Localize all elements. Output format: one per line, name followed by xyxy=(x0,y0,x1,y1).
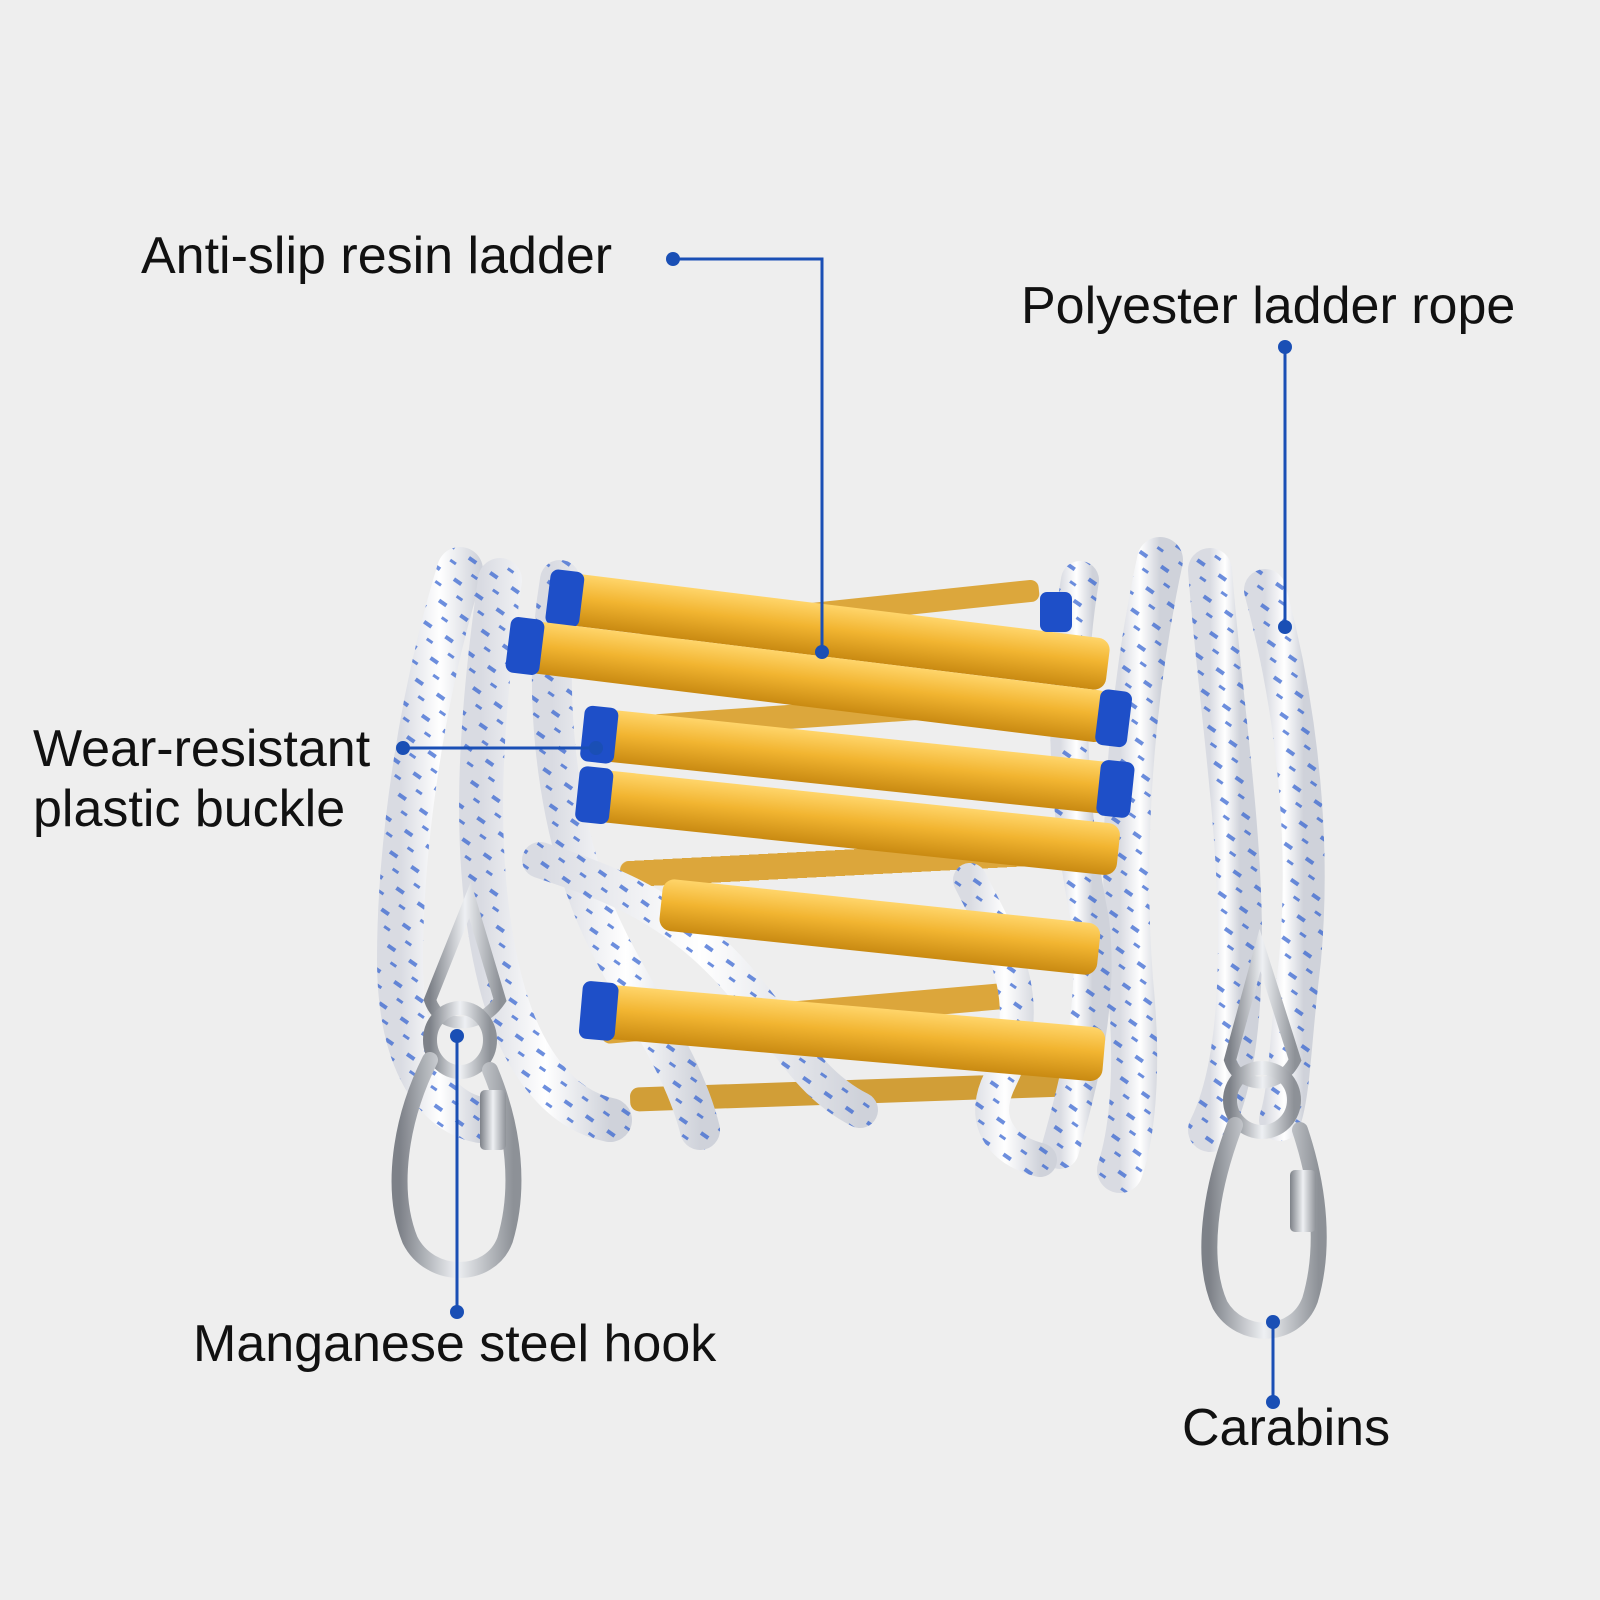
callout-dot-icon xyxy=(1278,340,1292,354)
callout-dot-icon xyxy=(815,645,829,659)
callout-dot-icon xyxy=(396,741,410,755)
callout-dot-icon xyxy=(1266,1315,1280,1329)
ladder-leader-line xyxy=(673,257,824,652)
buckle-label-line2: plastic buckle xyxy=(33,780,346,838)
ladder-label: Anti-slip resin ladder xyxy=(141,227,613,285)
buckle-label-line1: Wear-resistant xyxy=(33,720,371,778)
callout-dot-icon xyxy=(450,1029,464,1043)
carabins-label: Carabins xyxy=(1182,1399,1391,1457)
front-rungs xyxy=(505,569,1135,1081)
callout-dot-icon xyxy=(666,252,680,266)
callout-dot-icon xyxy=(450,1305,464,1319)
hook-label: Manganese steel hook xyxy=(193,1315,717,1373)
rope-label: Polyester ladder rope xyxy=(1021,277,1516,335)
left-carabiner-icon xyxy=(391,881,522,1278)
right-carabiner-icon xyxy=(1201,928,1327,1339)
callout-dot-icon xyxy=(1266,1395,1280,1409)
callout-dot-icon xyxy=(589,741,603,755)
left-rope-coil xyxy=(376,547,878,1150)
buckle-label: Wear-resistant plastic buckle xyxy=(33,719,370,839)
callout-dot-icon xyxy=(1278,620,1292,634)
